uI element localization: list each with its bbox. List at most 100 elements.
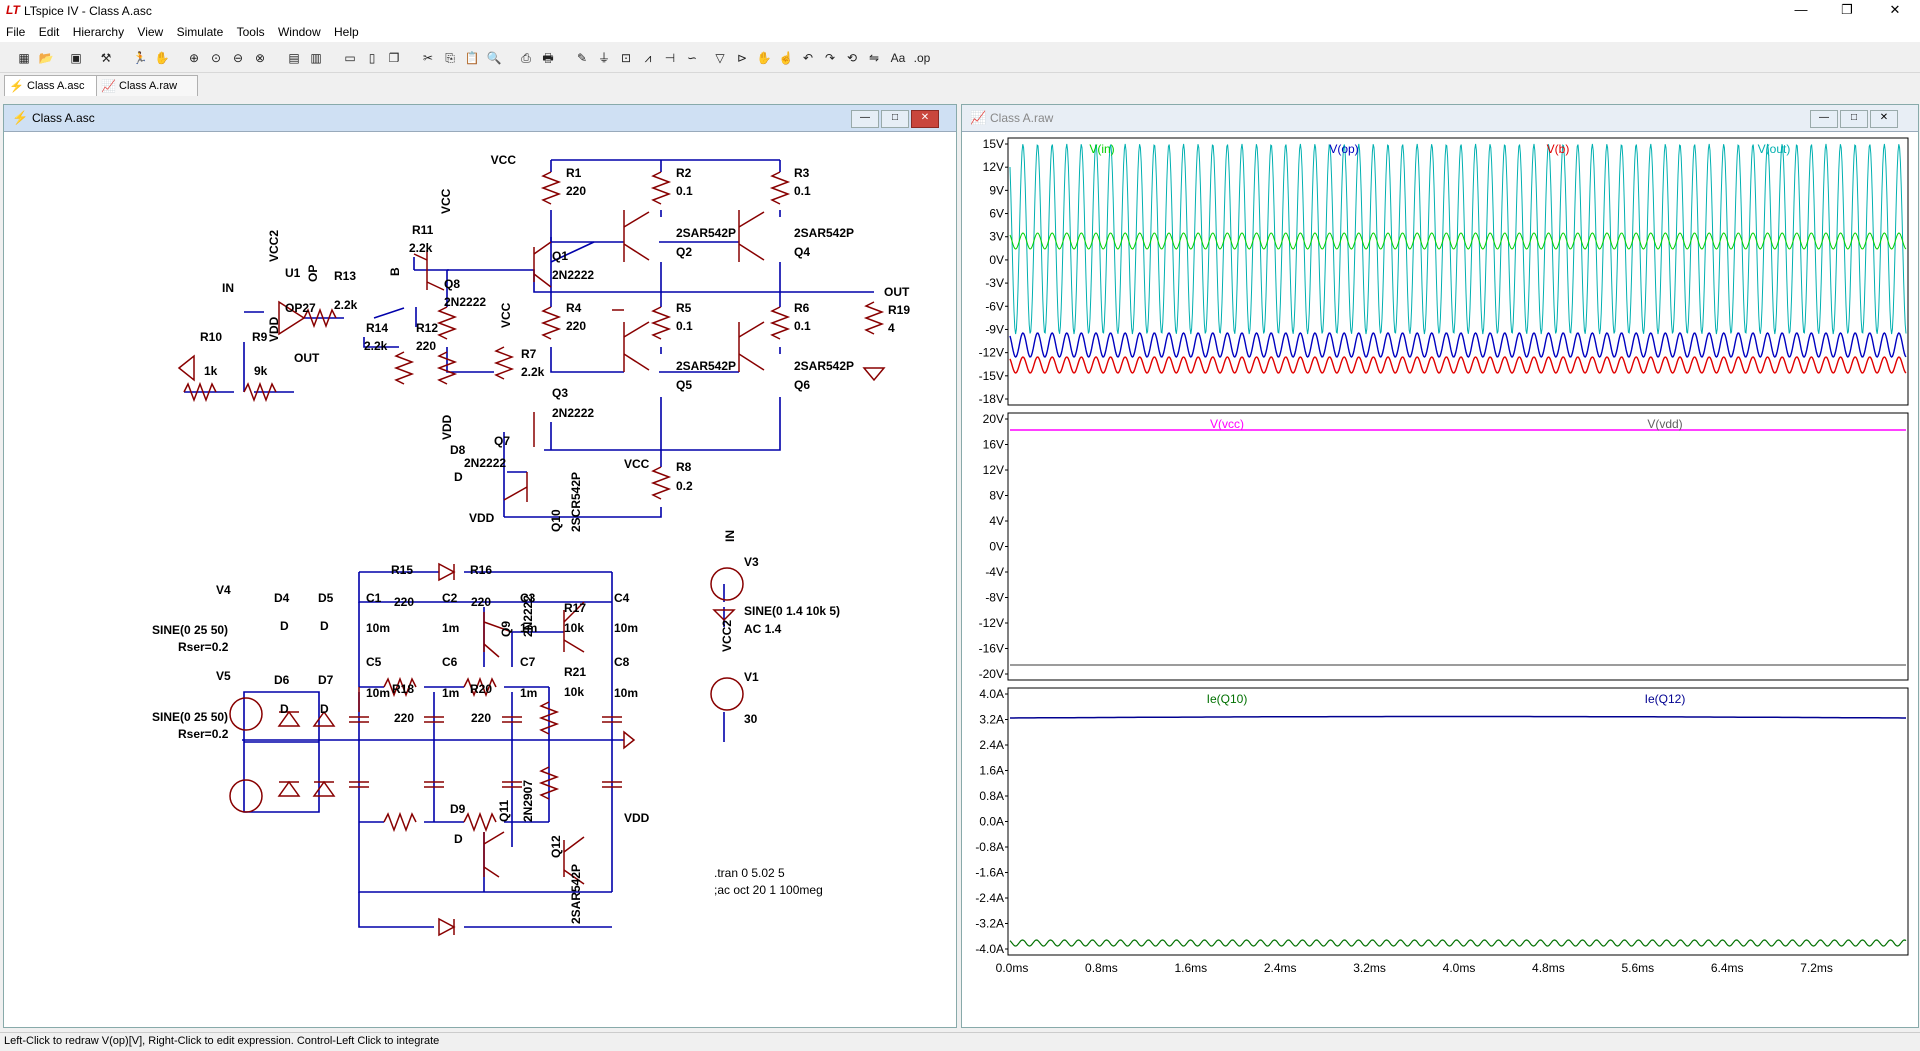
schematic-window: ⚡ Class A.asc — □ ✕ <box>3 104 957 1028</box>
pane1-y-tick-label: -9V <box>985 322 1004 336</box>
label-net-icon[interactable]: ⊡ <box>620 51 632 65</box>
copy-icon[interactable]: ⎘ <box>445 51 455 65</box>
zoom-fit-icon[interactable]: ⊗ <box>254 51 266 65</box>
mirror-icon[interactable]: ⇋ <box>868 51 880 65</box>
menu-help[interactable]: Help <box>333 25 359 39</box>
menu-file[interactable]: File <box>6 25 26 39</box>
trace-label-vb[interactable]: V(b) <box>1547 142 1570 156</box>
net-label: OUT <box>294 351 320 365</box>
resistor-icon[interactable]: ⩘ <box>644 51 652 65</box>
find-icon[interactable]: 🔍 <box>486 51 502 65</box>
plot-pane-3[interactable] <box>1007 687 1909 956</box>
component-icon[interactable]: ⊳ <box>736 51 748 65</box>
component-name: R3 <box>794 166 810 180</box>
component-value: 10m <box>614 621 638 635</box>
tile-horizontal-icon[interactable]: ▭ <box>344 51 356 65</box>
save-icon[interactable]: ▣ <box>70 51 82 65</box>
draw-wire-icon[interactable]: ✎ <box>576 51 588 65</box>
trace-label-vvdd[interactable]: V(vdd) <box>1647 417 1682 431</box>
trace-label-vvcc[interactable]: V(vcc) <box>1210 417 1244 431</box>
undo-icon[interactable]: ↶ <box>802 51 814 65</box>
tab-class-a-raw[interactable]: 📈 Class A.raw <box>96 75 198 96</box>
component-value: 2N2222 <box>552 406 594 420</box>
maximize-button[interactable]: ❐ <box>1841 2 1853 17</box>
menu-window[interactable]: Window <box>277 25 321 39</box>
trace-label-vin[interactable]: V(in) <box>1089 142 1114 156</box>
menu-hierarchy[interactable]: Hierarchy <box>72 25 125 39</box>
waveform-title: Class A.raw <box>990 111 1054 125</box>
net-label: VDD <box>469 511 495 525</box>
text-icon[interactable]: Aa <box>890 51 906 65</box>
menu-edit[interactable]: Edit <box>38 25 60 39</box>
grid-icon[interactable]: ▥ <box>310 51 322 65</box>
component-value: OP27 <box>285 301 316 315</box>
window-titlebar: LT LTspice IV - Class A.asc — ❐ ✕ <box>0 0 1920 22</box>
ground-icon[interactable]: ⏚ <box>597 51 610 65</box>
plot-pane-2[interactable] <box>1007 412 1909 681</box>
x-tick-label: 7.2ms <box>1800 961 1833 975</box>
component-name: D6 <box>274 673 290 687</box>
new-schematic-icon[interactable]: ▦ <box>18 51 30 65</box>
move-icon[interactable]: ✋ <box>756 51 772 65</box>
control-panel-icon[interactable]: ⚒ <box>100 51 112 65</box>
print-icon[interactable]: 🖶 <box>542 51 554 65</box>
trace-label-ie-q12[interactable]: Ie(Q12) <box>1645 692 1686 706</box>
diode-icon[interactable]: ▽ <box>715 51 725 65</box>
waveform-close-button[interactable]: ✕ <box>1870 110 1898 128</box>
net-label: VCC <box>491 153 517 167</box>
component-name: U1 <box>285 266 301 280</box>
schematic-maximize-button[interactable]: □ <box>881 110 909 128</box>
zoom-in-icon[interactable]: ⊕ <box>188 51 200 65</box>
drag-icon[interactable]: ☝ <box>778 51 794 65</box>
component-name: R21 <box>564 665 586 679</box>
minimize-button[interactable]: — <box>1794 2 1808 17</box>
spice-directive[interactable]: .tran 0 5.02 5 <box>714 866 785 880</box>
component-value: 2SAR542P <box>794 359 854 373</box>
spice-comment[interactable]: ;ac oct 20 1 100meg <box>714 883 823 897</box>
component-name: D7 <box>318 673 334 687</box>
open-file-icon[interactable]: 📂 <box>38 51 54 65</box>
pan-icon[interactable]: ⊙ <box>210 51 222 65</box>
print-setup-icon[interactable]: ⎙ <box>521 51 531 65</box>
autorange-icon[interactable]: ▤ <box>288 51 300 65</box>
trace-label-vout[interactable]: V(out) <box>1758 142 1791 156</box>
component-value: 220 <box>566 319 586 333</box>
x-tick-label: 5.6ms <box>1621 961 1654 975</box>
schematic-minimize-button[interactable]: — <box>851 110 879 128</box>
net-label: B <box>388 267 402 276</box>
rotate-icon[interactable]: ⟲ <box>846 51 858 65</box>
component-value: 220 <box>566 184 586 198</box>
pane2-y-tick-label: -16V <box>979 642 1004 656</box>
cut-icon[interactable]: ✂ <box>422 51 434 65</box>
cascade-icon[interactable]: ❐ <box>388 51 400 65</box>
component-name: Q7 <box>494 434 510 448</box>
menu-view[interactable]: View <box>137 25 164 39</box>
tile-vertical-icon[interactable]: ▯ <box>368 51 376 65</box>
schematic-close-button[interactable]: ✕ <box>911 110 939 128</box>
redo-icon[interactable]: ↷ <box>824 51 836 65</box>
close-button[interactable]: ✕ <box>1889 2 1901 17</box>
waveform-maximize-button[interactable]: □ <box>1840 110 1868 128</box>
component-value: 9k <box>254 364 268 378</box>
trace-label-ie-q10[interactable]: Ie(Q10) <box>1207 692 1248 706</box>
component-name: Q8 <box>444 277 460 291</box>
tab-class-a-asc[interactable]: ⚡ Class A.asc <box>4 75 102 96</box>
schematic-canvas[interactable]: VCC R1 220 R2 0.1 R3 0.1 Q1 2N2222 2SAR5… <box>4 132 954 1026</box>
component-name: R7 <box>521 347 537 361</box>
x-tick-label: 4.8ms <box>1532 961 1565 975</box>
inductor-icon[interactable]: ∽ <box>686 51 698 65</box>
capacitor-icon[interactable]: ⊣ <box>664 51 676 65</box>
halt-icon[interactable]: ✋ <box>154 51 170 65</box>
spice-directive-icon[interactable]: .op <box>913 51 931 65</box>
paste-icon[interactable]: 📋 <box>464 51 480 65</box>
component-value: 2SAR542P <box>676 359 736 373</box>
trace-vb <box>1009 356 1907 374</box>
waveform-minimize-button[interactable]: — <box>1810 110 1838 128</box>
menu-tools[interactable]: Tools <box>236 25 265 39</box>
run-icon[interactable]: 🏃 <box>132 51 148 65</box>
trace-label-vop[interactable]: V(op) <box>1329 142 1358 156</box>
menu-simulate[interactable]: Simulate <box>176 25 224 39</box>
zoom-out-icon[interactable]: ⊖ <box>232 51 244 65</box>
